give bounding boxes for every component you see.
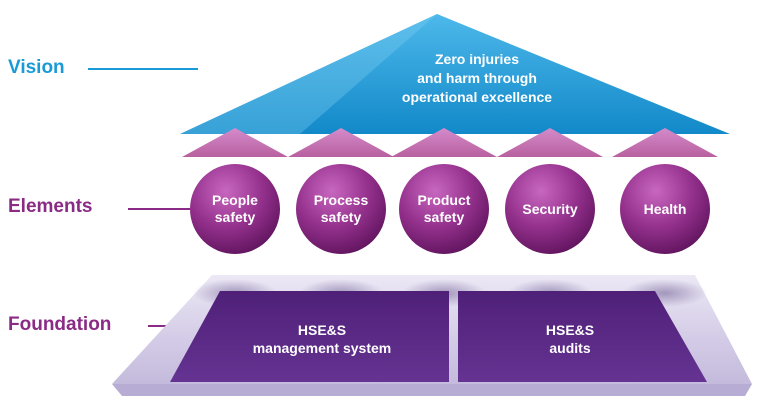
foundation-management-system-text: HSE&S management system [222, 321, 422, 357]
sphere-process-safety [296, 164, 386, 254]
foundation-block-management-system [170, 291, 449, 382]
element-roofs [182, 128, 718, 157]
element-spheres [190, 164, 710, 254]
element-people-safety-line-1: People [212, 192, 258, 208]
vision-text-line-1: Zero injuries [434, 51, 520, 67]
element-people-safety-line-2: safety [214, 209, 256, 225]
element-people-safety-text: People safety [190, 192, 280, 226]
foundation-audits-line-2: audits [549, 340, 591, 356]
vision-text: Zero injuries and harm through operation… [362, 50, 592, 107]
roof-process-safety [288, 128, 394, 157]
foundation-audits-line-1: HSE&S [545, 322, 595, 338]
vision-label: Vision [8, 57, 65, 78]
element-process-safety-text: Process safety [296, 192, 386, 226]
element-process-safety-line-2: safety [320, 209, 362, 225]
roof-product-safety [391, 128, 497, 157]
roof-health [612, 128, 718, 157]
element-health-text: Health [620, 201, 710, 218]
roof-people-safety [182, 128, 288, 157]
element-product-safety-text: Product safety [399, 192, 489, 226]
foundation-management-system-line-1: HSE&S [297, 322, 347, 338]
element-security-text: Security [505, 201, 595, 218]
sphere-security [505, 164, 595, 254]
foundation-management-system-line-2: management system [252, 340, 392, 356]
vision-text-line-3: operational excellence [401, 89, 553, 105]
foundation-audits-text: HSE&S audits [500, 321, 640, 357]
vision-roof-highlight [180, 14, 437, 134]
element-security-line-1: Security [522, 201, 578, 217]
roof-security [497, 128, 603, 157]
vision-roof [180, 14, 730, 134]
sphere-people-safety [190, 164, 280, 254]
foundation-platform-edge [112, 384, 752, 396]
sphere-product-safety [399, 164, 489, 254]
sphere-health [620, 164, 710, 254]
element-product-safety-line-2: safety [423, 209, 465, 225]
element-process-safety-line-1: Process [313, 192, 369, 208]
vision-text-line-2: and harm through [417, 70, 537, 86]
element-product-safety-line-1: Product [417, 192, 471, 208]
element-health-line-1: Health [643, 201, 687, 217]
foundation-label: Foundation [8, 314, 112, 335]
foundation-block-audits [458, 291, 707, 382]
elements-label: Elements [8, 196, 93, 217]
